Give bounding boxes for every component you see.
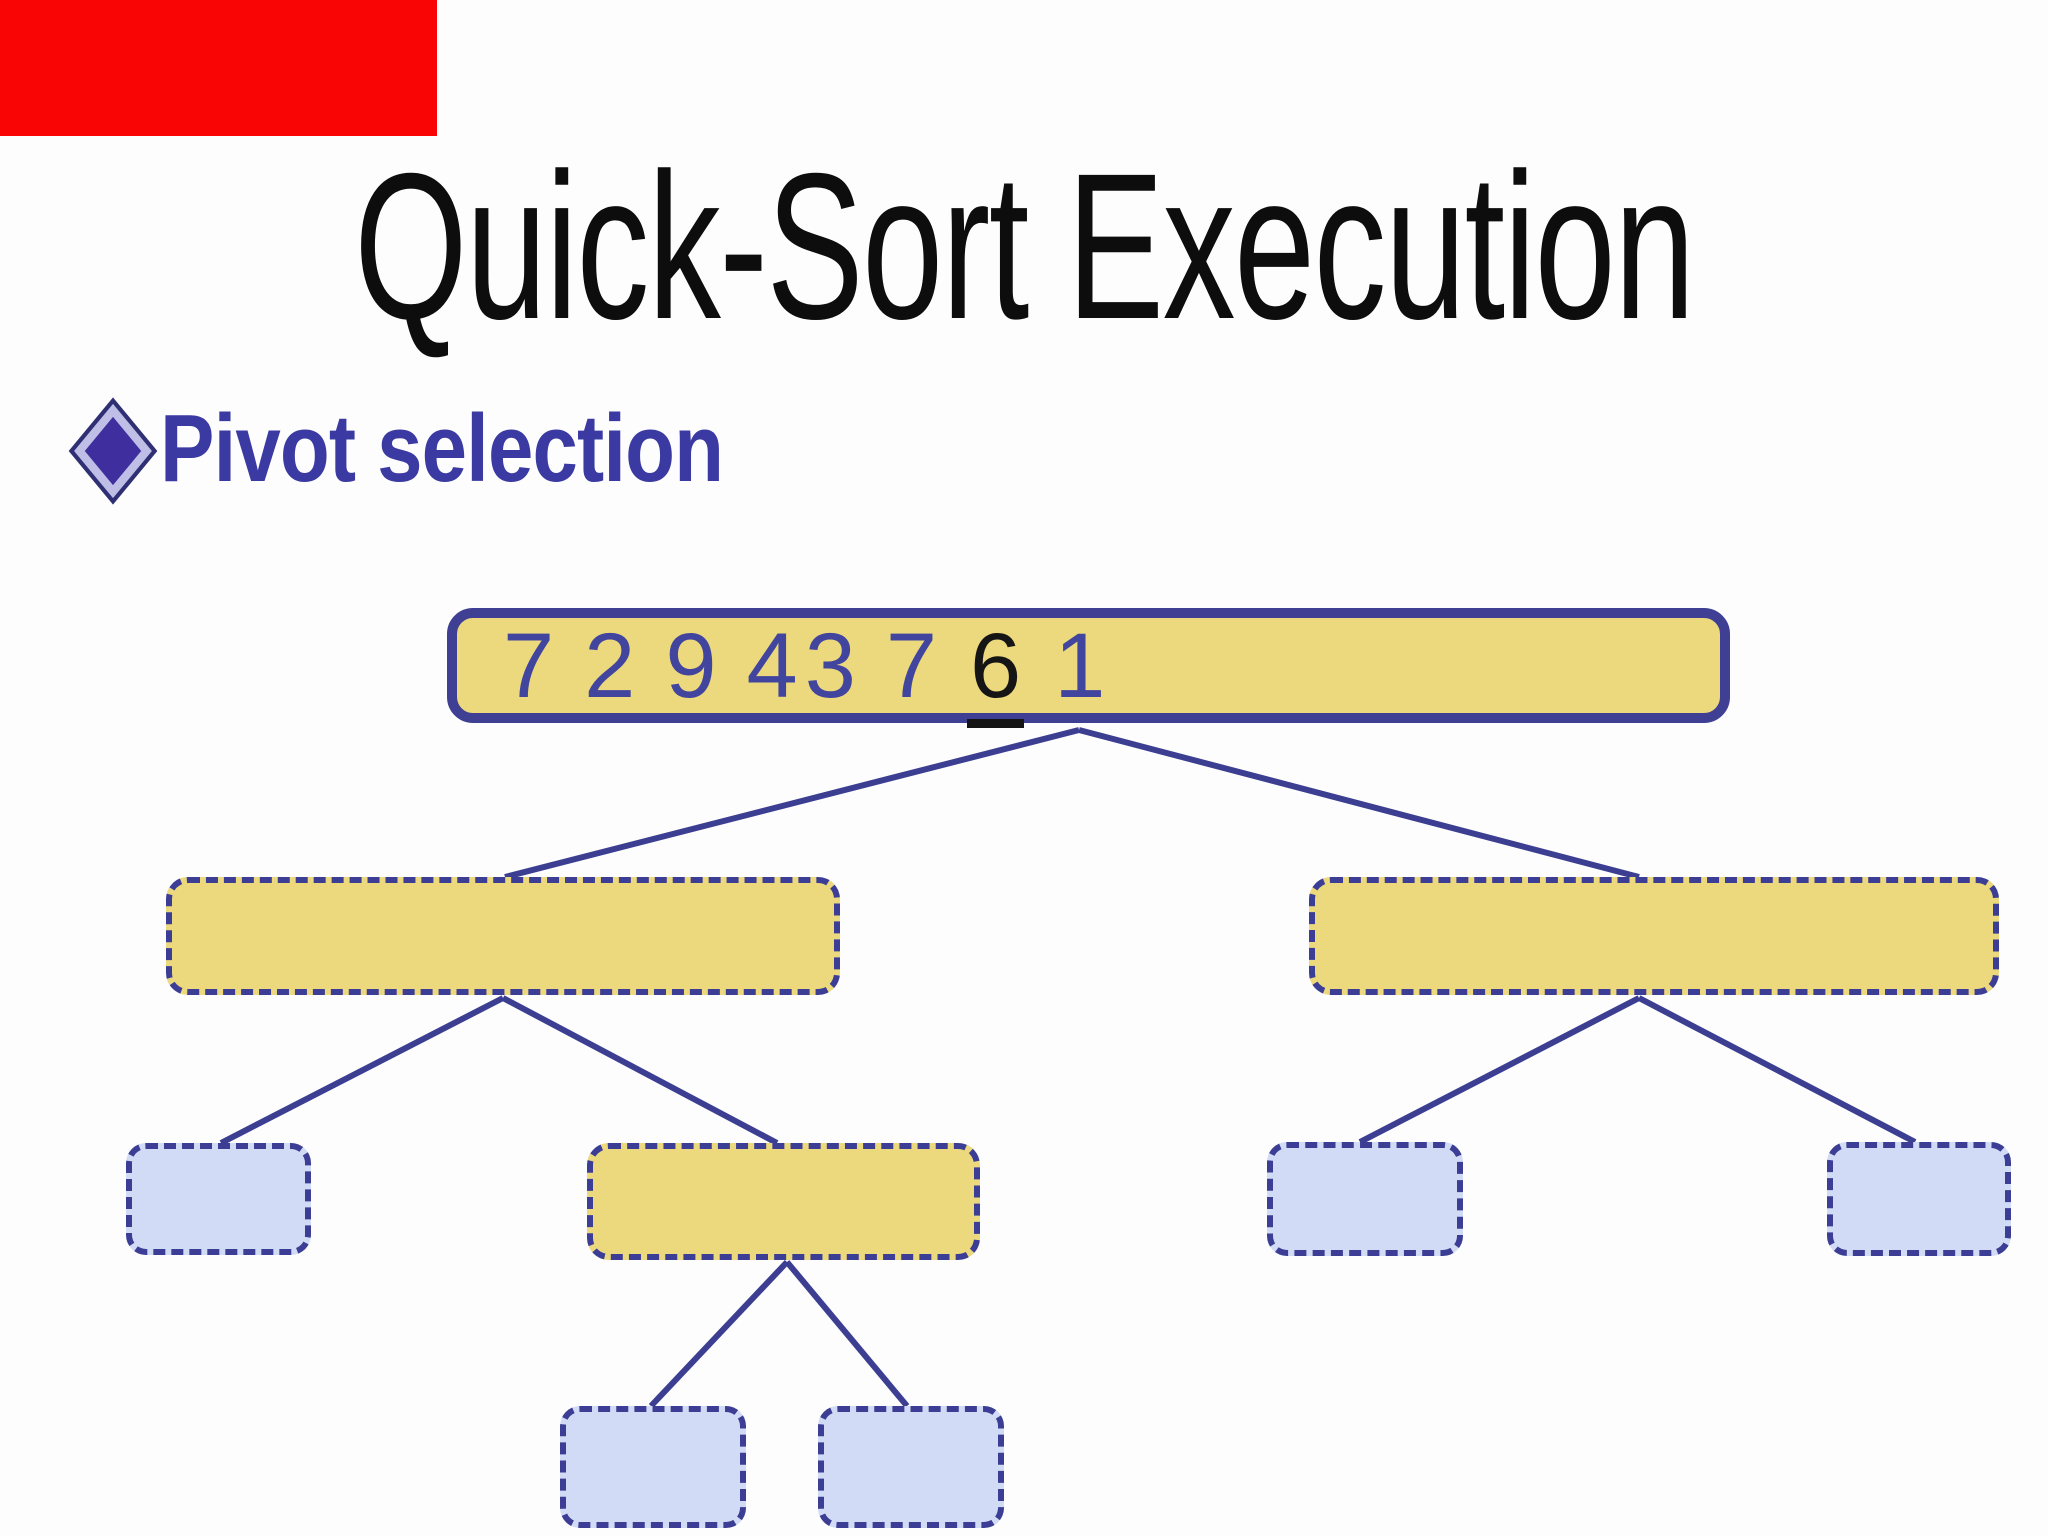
array-value: 9 xyxy=(665,614,717,717)
connector-edge xyxy=(1637,995,1917,1145)
connector-edge xyxy=(219,995,505,1146)
connector-edge xyxy=(504,727,1080,880)
array-value: 2 xyxy=(584,614,636,717)
tree-node-left-partition xyxy=(166,877,840,995)
array-value: 7 xyxy=(885,614,938,717)
tree-node-right-left-leaf xyxy=(1267,1142,1463,1256)
tree-node-left-left-leaf xyxy=(126,1143,311,1255)
array-value: 7 xyxy=(503,614,555,717)
tree-node-left-right-partition xyxy=(587,1143,980,1260)
connector-edge xyxy=(784,1260,910,1408)
tree-node-right-partition xyxy=(1309,877,1999,995)
connector-edge xyxy=(648,1259,790,1409)
array-value: 4 xyxy=(746,614,798,717)
bullet-label: Pivot selection xyxy=(160,395,724,502)
connector-edge xyxy=(1358,995,1641,1145)
connector-edge xyxy=(1078,727,1640,880)
pivot-value: 6 xyxy=(967,620,1025,728)
tree-node-right-right-leaf xyxy=(1827,1142,2011,1256)
red-overlay-marker xyxy=(0,0,437,136)
tree-node-bottom-right-leaf xyxy=(818,1406,1004,1528)
tree-node-root: 7 2 9 4 3 7 6 1 xyxy=(447,608,1730,728)
page-title: Quick-Sort Execution xyxy=(354,131,1695,363)
array-value: 1 xyxy=(1054,614,1106,717)
array-value: 3 xyxy=(804,614,856,717)
connector-edge xyxy=(501,995,779,1146)
tree-node-bottom-left-leaf xyxy=(560,1406,746,1528)
